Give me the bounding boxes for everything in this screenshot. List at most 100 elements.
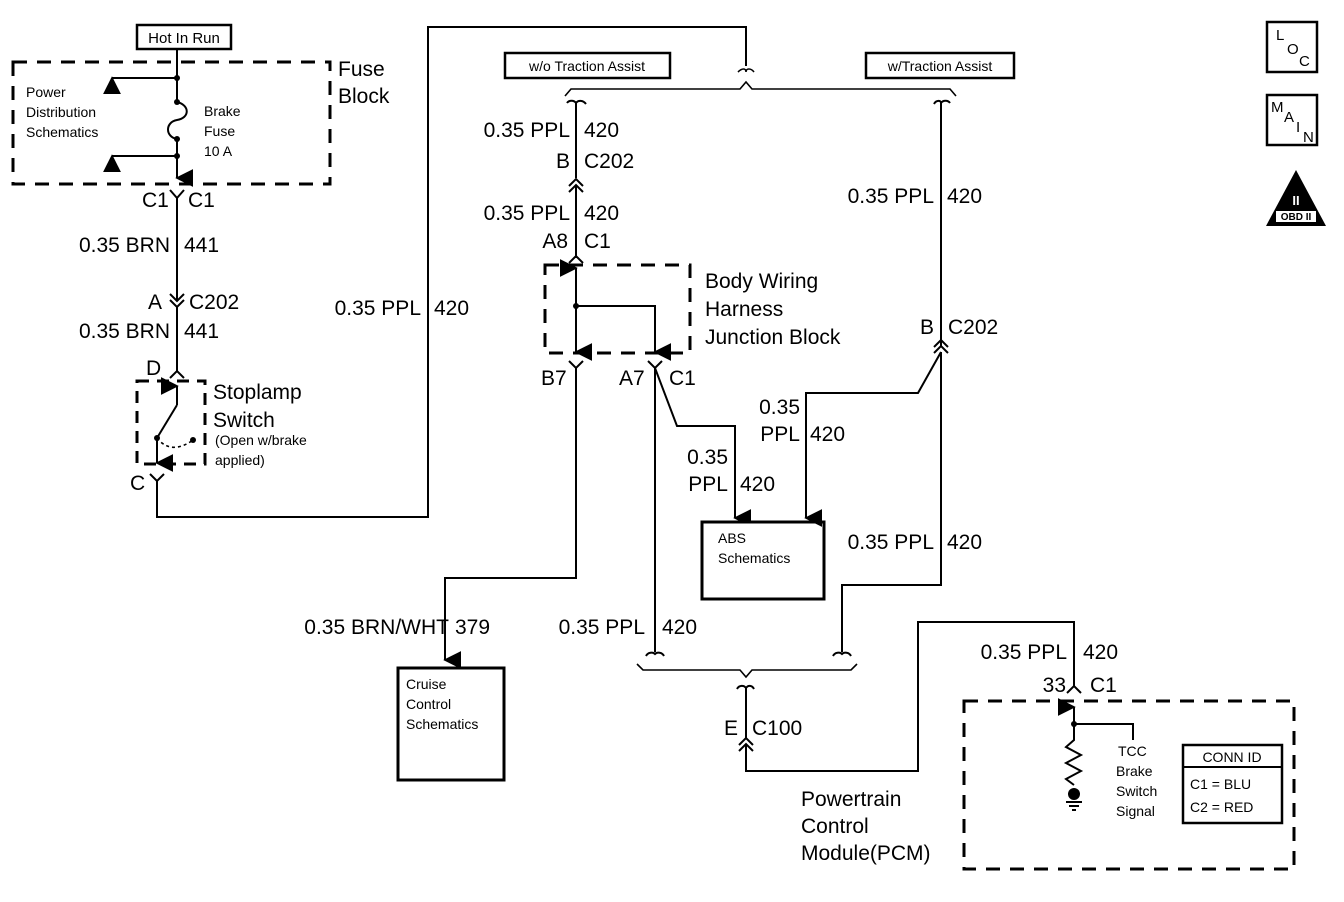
stoplamp-note-2: applied) (215, 452, 265, 468)
c100-upper-wire (736, 684, 755, 738)
w-traction-wire1 (933, 99, 951, 346)
pcm-c1-connector (1066, 684, 1082, 694)
hot-in-run-text: Hot In Run (148, 30, 220, 47)
wire-379 (443, 368, 577, 669)
long-wire-420 (156, 26, 747, 518)
wo-wire1-gauge: 0.35 PPL (484, 119, 570, 142)
abs-label-1: ABS (718, 530, 746, 546)
long-wire-circuit: 420 (434, 297, 469, 320)
pcm-pin: 33 (1043, 674, 1066, 697)
stoplamp-d-connector (169, 369, 185, 379)
stoplamp-switch-symbol (154, 377, 196, 472)
a8-pin: A8 (542, 230, 568, 253)
c202-a-pin: A (148, 291, 162, 314)
wo-traction-text: w/o Traction Assist (528, 58, 645, 74)
tcc-signal-1: TCC (1118, 743, 1147, 759)
fuse-label-3: 10 A (204, 143, 233, 159)
w-traction-label: w/Traction Assist (864, 51, 1016, 80)
center-wire-gauge: 0.35 PPL (559, 616, 645, 639)
w-abs-wire-circuit: 420 (810, 423, 845, 446)
wire-441-upper-circuit: 441 (184, 234, 219, 257)
tcc-signal-2: Brake (1116, 763, 1153, 779)
wire-379-gauge: 0.35 BRN/WHT (304, 616, 449, 639)
pcm-outline (962, 699, 1296, 871)
pcm-internal-circuit (1057, 698, 1134, 811)
main-icon-i: I (1296, 119, 1300, 136)
pcm-wire-circuit: 420 (1083, 641, 1118, 664)
stoplamp-switch-outline (135, 379, 207, 466)
junction-title-2: Harness (705, 298, 783, 321)
pcm-wire-gauge: 0.35 PPL (981, 641, 1067, 664)
c100-pin: E (724, 717, 738, 740)
a8-connector (568, 254, 584, 264)
fuse-c1-left: C1 (142, 189, 169, 212)
w-c202-label: C202 (948, 316, 998, 339)
wo-wire2-circuit: 420 (584, 202, 619, 225)
power-dist-label-3: Schematics (26, 124, 98, 140)
brake-fuse-symbol (103, 49, 194, 187)
abs-wire-circuit: 420 (740, 473, 775, 496)
w-c202-connector (933, 338, 949, 354)
c202-a-label: C202 (189, 291, 239, 314)
w-traction-text: w/Traction Assist (887, 58, 993, 74)
cruise-label-1: Cruise (406, 676, 447, 692)
wire-441-lower-circuit: 441 (184, 320, 219, 343)
stoplamp-title-2: Switch (213, 409, 275, 432)
a7-connector (647, 360, 663, 370)
main-icon[interactable]: M A I N (1265, 93, 1319, 147)
junction-c1-label: C1 (669, 367, 696, 390)
loc-icon[interactable]: L O C (1265, 20, 1319, 74)
conn-id-row-1: C1 = BLU (1190, 776, 1251, 792)
obd-icon-bottom: OBD II (1281, 212, 1312, 223)
abs-schematics-box (700, 520, 826, 601)
w-wire-down-gauge: 0.35 PPL (848, 531, 934, 554)
tcc-signal-4: Signal (1116, 803, 1155, 819)
stoplamp-pin-d: D (146, 357, 161, 380)
stoplamp-title-1: Stoplamp (213, 381, 302, 404)
pcm-title-3: Module(PCM) (801, 842, 931, 865)
w-abs-wire-color: PPL (760, 423, 800, 446)
power-dist-label-1: Power (26, 84, 66, 100)
pcm-c1-label: C1 (1090, 674, 1117, 697)
wo-c202-label: C202 (584, 150, 634, 173)
loc-icon-l: L (1276, 27, 1284, 44)
cruise-label-3: Schematics (406, 716, 478, 732)
w-traction-wire-down (841, 352, 942, 652)
top-option-splice (564, 68, 957, 97)
obd-ii-icon[interactable]: II OBD II (1266, 170, 1326, 226)
stoplamp-c-connector (149, 473, 165, 483)
main-icon-a: A (1284, 109, 1294, 126)
obd-icon-top: II (1292, 193, 1299, 208)
wo-traction-splice-end (566, 99, 587, 178)
tcc-signal-3: Switch (1116, 783, 1157, 799)
abs-wire-gauge: 0.35 (687, 446, 728, 469)
loc-icon-o: O (1287, 41, 1299, 58)
a7-pin: A7 (619, 367, 645, 390)
power-dist-label-2: Distribution (26, 104, 96, 120)
fuse-c1-connector (169, 189, 185, 200)
stoplamp-note-1: (Open w/brake (215, 432, 307, 448)
wire-441-lower-gauge: 0.35 BRN (79, 320, 170, 343)
w-wire1-circuit: 420 (947, 185, 982, 208)
junction-block-outline (543, 263, 692, 355)
pcm-title-1: Powertrain (801, 788, 901, 811)
wo-c202-pin: B (556, 150, 570, 173)
wo-wire2-gauge: 0.35 PPL (484, 202, 570, 225)
w-traction-splice-end (832, 651, 852, 657)
main-icon-m: M (1271, 99, 1284, 116)
center-wire-circuit: 420 (662, 616, 697, 639)
w-traction-to-abs (804, 351, 942, 527)
conn-id-row-2: C2 = RED (1190, 799, 1253, 815)
bottom-option-splice (636, 663, 858, 679)
wire-a7-to-abs (654, 367, 752, 527)
w-abs-wire-gauge: 0.35 (759, 396, 800, 419)
fuse-label-1: Brake (204, 103, 241, 119)
w-wire1-gauge: 0.35 PPL (848, 185, 934, 208)
abs-wire-color: PPL (688, 473, 728, 496)
w-c202-pin: B (920, 316, 934, 339)
fuse-block-outline (11, 60, 332, 186)
wire-379-circuit: 379 (455, 616, 490, 639)
fuse-block-title-1: Fuse (338, 58, 385, 81)
loc-icon-c: C (1299, 53, 1310, 70)
a8-c1-label: C1 (584, 230, 611, 253)
